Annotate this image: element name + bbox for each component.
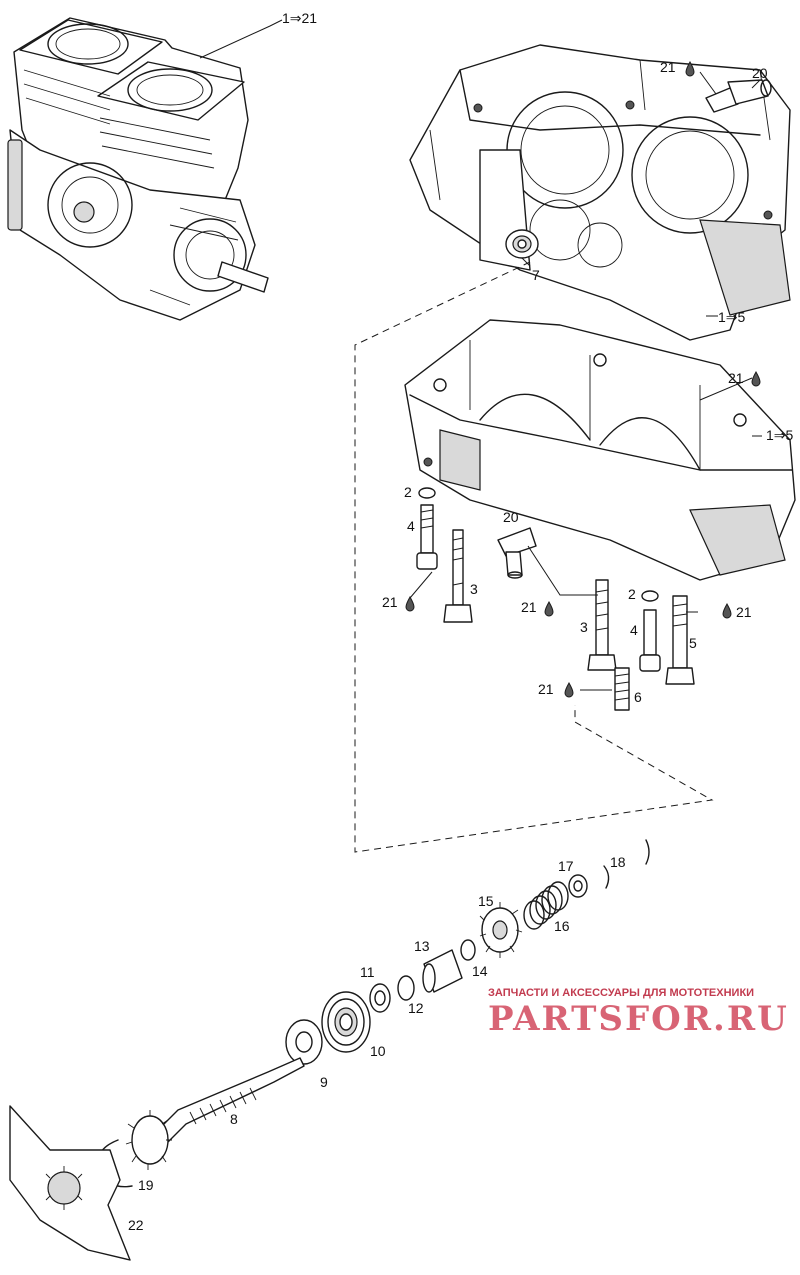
label-1-to-21: 1⇒21 [282, 10, 317, 26]
label-22: 22 [128, 1217, 144, 1233]
shaft-assembly-illustration [9, 839, 650, 1261]
label-3-right: 3 [580, 619, 588, 635]
label-10: 10 [370, 1043, 386, 1059]
oil-drop-icon [685, 60, 695, 77]
label-11: 11 [360, 964, 375, 980]
label-2-right: 2 [628, 586, 636, 602]
leader-lines [199, 19, 762, 691]
washer-part-2-right [641, 590, 659, 602]
elbow-fitting-part-20-top [705, 79, 772, 113]
stud-part-3-right [587, 579, 617, 671]
label-9: 9 [320, 1074, 328, 1090]
label-20-top: 20 [752, 65, 768, 81]
label-6: 6 [634, 689, 642, 705]
lower-crankcase-illustration [404, 319, 796, 581]
watermark-brand: PARTSFOR.RU [488, 999, 789, 1039]
label-20-mid: 20 [503, 509, 519, 525]
engine-assembly-illustration [7, 17, 269, 321]
dashed-alignment-outline [354, 261, 714, 853]
bearing-part-7 [505, 229, 539, 259]
label-15: 15 [478, 893, 494, 909]
stud-part-6 [614, 667, 630, 711]
label-21-lower-case: 21 [728, 370, 744, 386]
label-21-left: 21 [382, 594, 398, 610]
label-18: 18 [610, 854, 626, 870]
label-8: 8 [230, 1111, 238, 1127]
watermark-tagline: ЗАПЧАСТИ И АКСЕССУАРЫ ДЛЯ МОТОТЕХНИКИ [488, 987, 754, 999]
bolt-part-4-right [639, 609, 661, 672]
bolt-part-5 [665, 595, 695, 685]
label-21-right: 21 [736, 604, 752, 620]
label-19: 19 [138, 1177, 154, 1193]
label-21-stud: 21 [538, 681, 554, 697]
label-4-right: 4 [630, 622, 638, 638]
label-16: 16 [554, 918, 570, 934]
label-21-top: 21 [660, 59, 676, 75]
fasteners-group [416, 487, 695, 711]
label-3-left: 3 [470, 581, 478, 597]
label-1-to-5-lower: 1⇒5 [766, 427, 794, 443]
oil-drop-icon [722, 602, 732, 619]
oil-drop-icon [564, 681, 574, 698]
label-1-to-5-upper: 1⇒5 [718, 309, 746, 325]
elbow-fitting-part-20-mid [497, 527, 537, 579]
label-14: 14 [472, 963, 488, 979]
oil-drop-icon [751, 370, 761, 387]
oil-drop-icon [405, 595, 415, 612]
washer-part-2-left [418, 487, 436, 499]
bolt-part-4-left [416, 504, 438, 570]
oil-drop-icon [544, 600, 554, 617]
watermark: ЗАПЧАСТИ И АКСЕССУАРЫ ДЛЯ МОТОТЕХНИКИ PA… [488, 987, 789, 1039]
label-2-left: 2 [404, 484, 412, 500]
label-5: 5 [689, 635, 697, 651]
label-4-left: 4 [407, 518, 415, 534]
upper-crankcase-illustration [409, 44, 791, 341]
label-21-mid: 21 [521, 599, 537, 615]
label-12: 12 [408, 1000, 424, 1016]
label-13: 13 [414, 938, 430, 954]
label-17: 17 [558, 858, 574, 874]
label-7: 7 [532, 267, 540, 283]
stud-part-3-left [443, 529, 473, 623]
part-labels: 1⇒21 21 20 7 1⇒5 21 1⇒5 2 4 20 21 3 21 2… [128, 10, 794, 1233]
